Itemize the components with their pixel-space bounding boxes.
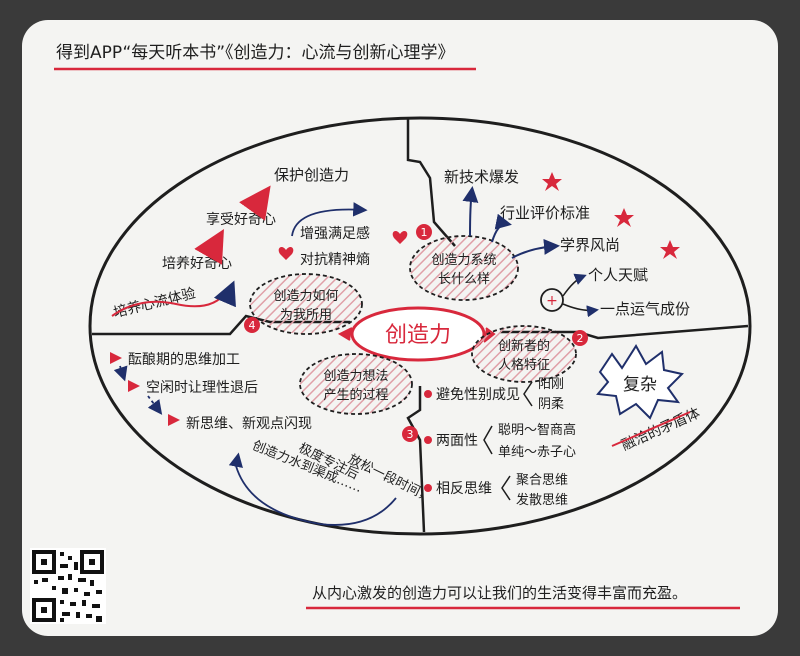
q1-heart-icon (392, 231, 408, 244)
q1-star-academia (660, 240, 680, 259)
q3-trait-3-b: 发散思维 (516, 492, 568, 508)
center-ellipse (350, 306, 486, 362)
q1-hub-line1: 创造力系统 (431, 253, 496, 268)
q3-brace-1 (523, 381, 533, 407)
q2-note-underline (611, 411, 691, 447)
q1-hub-line2: 长什么样 (438, 272, 490, 287)
q3-trait-2-label: 两面性 (436, 433, 478, 449)
q2-hub-line1: 创新者的 (498, 338, 550, 354)
divider-top (406, 118, 456, 247)
q4-flow: 培养心流体验 (112, 285, 197, 321)
q1-hub-ellipse (409, 235, 519, 301)
center-arrow-left (337, 327, 353, 341)
q3-trait-3-label: 相反思维 (436, 481, 492, 497)
q4-arrow-up-2 (239, 185, 271, 221)
q1-arrow-talent (562, 273, 587, 297)
q4-loop-entropy: 对抗精神熵 (300, 252, 370, 268)
process-step-1: 酝酿期的思维加工 (128, 352, 240, 368)
q3-bullet-3 (424, 484, 432, 492)
q1-plus-sign: + (546, 293, 558, 309)
q4-step-cultivate: 培养好奇心 (162, 255, 232, 272)
q2-number: 2 (577, 332, 584, 345)
process-bullet-1 (110, 352, 122, 364)
q1-number-badge (416, 224, 432, 240)
q2-burst-badge (596, 344, 684, 420)
q3-number-badge (402, 426, 418, 442)
process-step-3: 新思维、新观点闪现 (186, 416, 312, 432)
process-bullet-2 (128, 380, 140, 392)
qr-eye-2 (89, 559, 95, 565)
q3-trait-1-label: 避免性别成见 (436, 387, 520, 403)
q3-brace-3 (501, 475, 511, 501)
q1-arrow-tech (462, 186, 479, 237)
q3-number: 3 (407, 428, 414, 441)
q4-flow-arrow (213, 280, 236, 308)
q4-loop-arrow (291, 202, 368, 237)
q2-badge-text: 复杂 (623, 375, 657, 395)
q3-bullet-2 (424, 436, 432, 444)
q3-trait-2-b: 单纯～赤子心 (498, 445, 576, 460)
q1-plus-talent: 个人天赋 (588, 266, 648, 284)
q4-number: 4 (249, 319, 256, 332)
q2-hub-line2: 人格特征 (498, 357, 550, 373)
q1-item-academia: 学界风尚 (560, 236, 620, 254)
q4-arrow-up-1 (194, 229, 224, 265)
q1-arrow-luck (562, 303, 599, 318)
header-title: 得到APP“每天听本书”《创造力：心流与创新心理学》 (56, 43, 455, 63)
q3-trait-2-a: 聪明～智商高 (498, 422, 576, 438)
q3-hub-ellipse (299, 353, 413, 415)
q3-hub-line1: 创造力想法 (323, 368, 388, 384)
process-arrow-1 (113, 365, 128, 382)
q2-number-badge (572, 330, 588, 346)
q2-hub-ellipse (471, 325, 577, 383)
q4-step-protect: 保护创造力 (274, 166, 349, 184)
q3-trait-1-b: 阴柔 (538, 397, 564, 412)
footer-tagline: 从内心激发的创造力可以让我们的生活变得丰富而充盈。 (312, 584, 687, 602)
q1-plus-circle (540, 288, 564, 312)
q1-arrow-academia (511, 238, 560, 259)
q4-hub-line1: 创造力如何 (273, 288, 338, 304)
q4-number-badge (244, 317, 260, 333)
q1-star-tech (542, 172, 562, 191)
process-loop-arrow (228, 452, 397, 526)
qr-eye-3 (41, 607, 47, 613)
qr-finder-2 (80, 550, 104, 574)
qr-finder-3 (32, 598, 56, 622)
q1-plus-luck: 一点运气成份 (600, 300, 690, 318)
process-step-2: 空闲时让理性退后 (146, 380, 258, 396)
q4-heart-icon (278, 247, 294, 260)
q3-bullet-1 (424, 390, 432, 398)
outer-ellipse (88, 116, 752, 536)
q3-hub-line2: 产生的过程 (323, 387, 388, 403)
qr-finder-1 (32, 550, 56, 574)
q1-arrow-standard (491, 213, 512, 243)
q1-item-tech: 新技术爆发 (444, 168, 519, 186)
q4-step-enjoy: 享受好奇心 (206, 211, 276, 228)
q3-trait-1-a: 阳刚 (538, 377, 564, 392)
q3-brace-2 (483, 425, 493, 455)
divider-bottom (406, 386, 426, 533)
qr-eye-1 (41, 559, 47, 565)
q3-trait-3-a: 聚合思维 (516, 473, 568, 488)
process-arrow-2 (147, 395, 163, 415)
center-label: 创造力 (385, 323, 451, 348)
q1-star-standard (614, 208, 634, 227)
q4-hub-ellipse (249, 273, 363, 335)
q4-loop-satisfy: 增强满足感 (300, 225, 370, 242)
q4-hub-line2: 为我所用 (280, 308, 332, 323)
qr-modules (34, 552, 102, 622)
q1-item-standard: 行业评价标准 (500, 204, 590, 222)
process-bullet-3 (168, 414, 180, 426)
q1-number: 1 (421, 226, 428, 239)
